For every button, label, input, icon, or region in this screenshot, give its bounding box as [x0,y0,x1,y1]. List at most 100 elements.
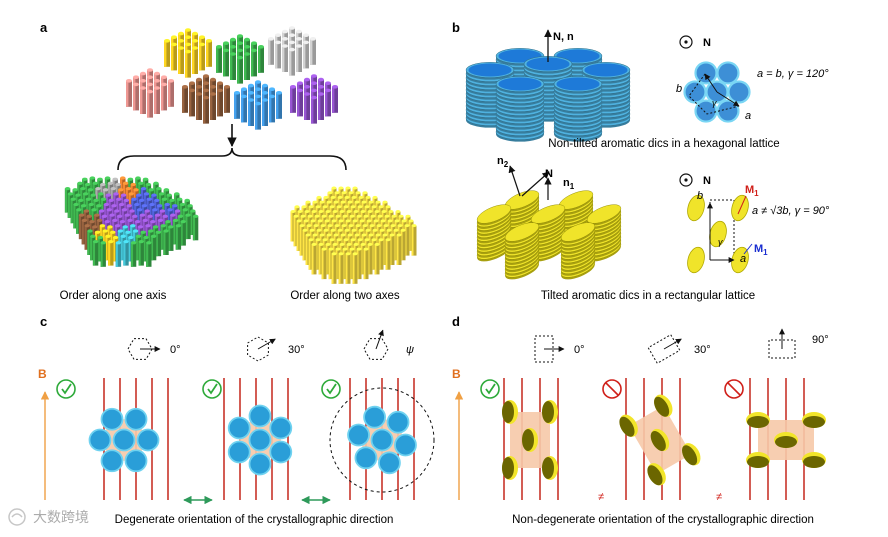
rod-top [351,228,357,232]
rod-body [76,209,82,234]
rod-top [125,186,132,191]
rod-top [203,81,209,85]
rod-top [217,81,223,85]
rod-top [112,218,118,223]
rod-highlight [160,225,163,250]
rod-highlight [299,225,302,256]
rod-top [163,229,169,233]
rod-highlight [303,42,306,69]
tilted-disc-shadow [522,429,534,451]
rod-top [216,45,222,49]
rod-top [244,37,250,42]
rod-top [276,91,282,95]
rod-highlight [325,90,328,117]
rod-highlight [237,57,240,84]
hex-N-label: N [703,37,711,49]
tilted-disc-shadow [803,416,825,428]
rod-top [179,202,186,207]
rod-body [234,92,240,119]
rod-top [147,89,153,94]
rod-highlight [203,97,206,124]
rod-top [145,224,151,228]
rod-top [358,195,364,199]
rod-top [230,37,236,42]
rod-top [262,98,268,102]
rod-top [332,242,338,246]
rod-top [147,214,153,218]
tilted-disc [504,222,540,242]
rod-top [344,195,350,199]
rod-body [331,253,337,284]
rod-body [318,94,324,120]
rod-top [83,209,90,213]
rod-top [372,228,378,232]
rod-top [116,197,122,201]
rod-top [388,210,394,213]
rod-top [120,234,126,238]
rod-top [309,228,315,232]
rod-top [143,235,149,240]
check-mark [207,383,218,395]
rod-top [304,85,310,89]
rod-top [168,79,174,83]
rod-body [268,38,274,65]
caption-one-axis: Order along one axis [60,290,167,302]
rod-top [289,33,295,37]
rod-top [318,210,324,213]
rod-top [327,224,333,228]
rod-top [352,252,358,256]
rod-top [337,228,343,232]
disc-circle [363,405,386,429]
rod-top [303,33,309,37]
rod-top [127,177,134,181]
rod-top [130,241,137,245]
rod-body [70,199,76,224]
rod-top [87,188,94,192]
rod-top [380,219,386,223]
rod-top [311,242,317,246]
rod-top [255,94,261,99]
rod-top [140,86,146,90]
rod-top [210,85,216,89]
rod-top [118,188,124,192]
hexagon-icon [363,338,389,360]
rod-body [206,40,212,67]
rect-N-label: N [703,175,711,187]
rod-highlight [64,188,68,213]
rod-top [78,198,84,203]
rod-highlight [338,253,341,284]
rod-top [122,181,129,185]
rod-highlight [269,96,272,123]
rod-top [356,214,362,218]
rod-highlight [185,51,188,78]
rod-top [344,228,350,232]
rod-top [345,252,351,256]
rod-top [306,224,312,228]
rod-top [331,252,337,256]
rod-top [115,241,122,245]
rod-highlight [331,253,334,284]
rod-body [297,90,303,117]
rod-top [366,219,372,223]
rod-top [163,188,170,192]
rod-top [307,214,313,218]
rod-body [168,226,174,251]
rod-top [110,230,116,234]
rod-body [138,241,144,266]
rod-top [297,210,303,213]
rod-highlight [304,94,307,120]
rod-highlight [305,235,308,265]
rod-body [303,42,309,69]
rod-top [152,225,159,229]
rod-top [146,197,152,201]
rod-highlight [115,242,118,267]
rod-top [147,68,153,72]
caption-hexagonal: Non-tilted aromatic dics in a hexagonal … [548,138,779,150]
rod-body [262,100,268,126]
rod-highlight [255,103,258,130]
rod-top [321,247,327,251]
rod-top [322,238,328,242]
rod-body [310,38,316,65]
rod-highlight [244,54,247,80]
disc-circle [88,428,112,452]
